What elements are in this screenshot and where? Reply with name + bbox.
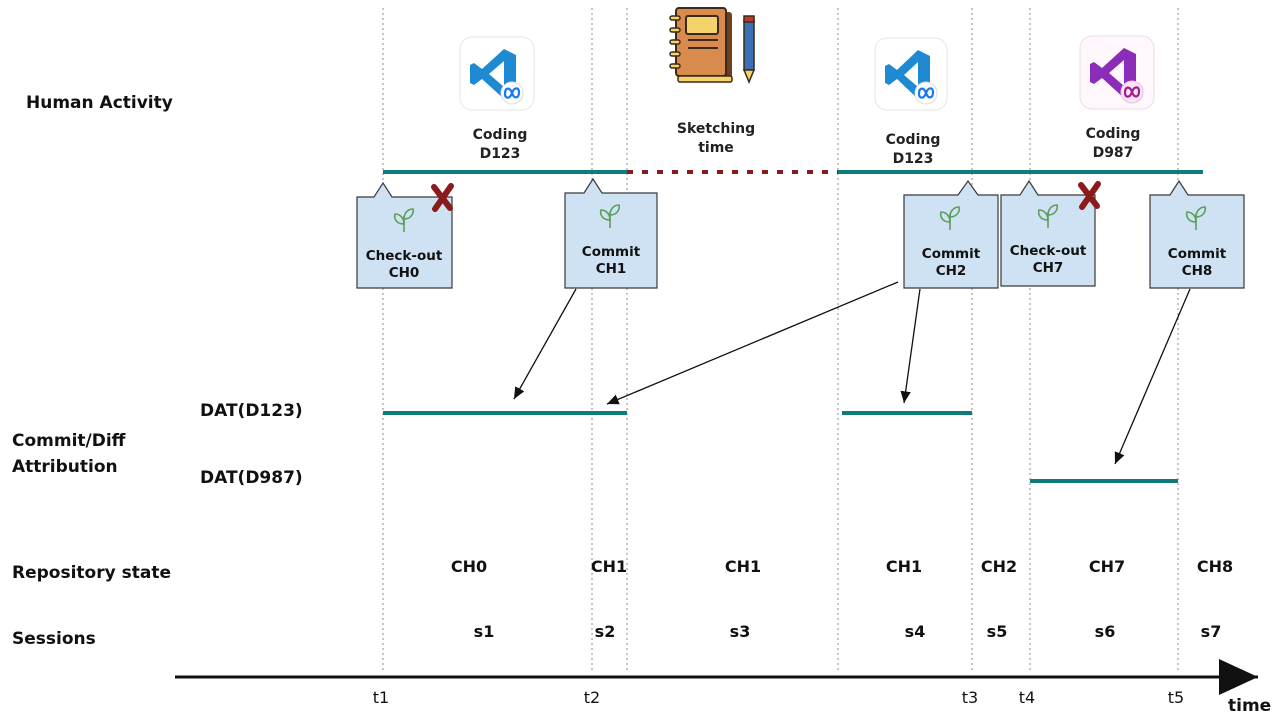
activity-label-line2: time [698,140,734,156]
row-label-sessions: Sessions [12,629,96,649]
callout-text-checkout-ch7: Check-out CH7 [1010,243,1087,277]
callout-action: Check-out [365,248,443,264]
callout-commit-id: CH2 [935,263,967,279]
callout-text-commit-ch1: Commit CH1 [582,244,640,278]
session-cell: s7 [1200,622,1222,641]
tick-label-t4: t4 [1018,688,1036,707]
repository-state-cell: CH2 [980,557,1018,576]
callout-text-commit-ch8: Commit CH8 [1168,246,1226,280]
cross-mark-icon [431,183,454,212]
arrow-ch2-to-dat-d123-first [606,281,899,405]
vscode-meta-blue-icon [459,36,535,111]
callout-action: Check-out [1009,243,1087,259]
session-cell: s5 [986,622,1008,641]
sprout-icon [939,206,961,230]
session-cell: s3 [729,622,751,641]
dat-bars [383,411,1178,483]
repository-state-cell: CH1 [885,557,923,576]
activity-label-coding-d123-2: Coding D123 [886,131,941,169]
notebook-pencil-icon [669,7,756,84]
cross-mark-icon [1078,181,1101,210]
callout-action: Commit [581,244,641,260]
activity-label-line1: Sketching [676,121,756,137]
row-label-human-activity: Human Activity [26,93,173,113]
activity-label-line2: D123 [479,146,521,162]
axis-label-time: time [1228,696,1272,716]
row-label-attribution: Attribution [12,457,118,477]
activity-label-line2: D123 [892,151,934,167]
callout-commit-id: CH8 [1181,263,1213,279]
dat-label-d123: DAT(D123) [200,401,303,421]
dat-label-d987: DAT(D987) [200,468,303,488]
tick-label-t3: t3 [961,688,979,707]
activity-label-coding-d987: Coding D987 [1086,125,1141,163]
repository-state-cell: CH7 [1088,557,1126,576]
session-cell: s2 [594,622,616,641]
activity-label-coding-d123-1: Coding D123 [473,126,528,164]
arrow-ch8-to-dat-d987 [1114,288,1191,465]
repository-state-cell: CH0 [450,557,488,576]
attribution-arrows [513,281,1191,465]
row-label-commit-diff: Commit/Diff [12,431,126,451]
callout-checkout-ch0 [356,181,453,289]
arrow-ch2-to-dat-d123-second [900,288,921,404]
activity-label-sketching: Sketching time [677,120,755,158]
repository-state-cell: CH8 [1196,557,1234,576]
sprout-icon [393,208,415,232]
session-cell: s1 [473,622,495,641]
row-label-commit-diff-attribution: Commit/Diff Attribution [12,428,125,480]
sprout-icon [599,204,621,228]
callout-text-checkout-ch0: Check-out CH0 [366,248,443,282]
tick-label-t2: t2 [583,688,601,707]
activity-label-line1: Coding [472,127,528,143]
callout-checkout-ch7 [1000,179,1096,287]
session-cell: s4 [904,622,926,641]
callout-action: Commit [921,246,981,262]
callout-commit-ch8 [1149,179,1245,289]
tick-label-t1: t1 [372,688,390,707]
activity-label-line1: Coding [1085,126,1141,142]
vscode-meta-purple-icon [1079,35,1155,110]
sprout-icon [1185,206,1207,230]
tick-label-t5: t5 [1167,688,1185,707]
activity-label-line1: Coding [885,132,941,148]
repository-state-cell: CH1 [590,557,628,576]
vscode-meta-blue-icon [874,37,948,111]
callout-action: Commit [1167,246,1227,262]
callout-commit-ch1 [564,177,658,289]
callout-text-commit-ch2: Commit CH2 [922,246,980,280]
vertical-guides [382,8,1179,672]
repository-state-cell: CH1 [724,557,762,576]
row-label-repository-state: Repository state [12,563,171,583]
callout-commit-id: CH0 [388,265,420,281]
activity-label-line2: D987 [1092,145,1134,161]
callout-commit-id: CH7 [1032,260,1064,276]
callout-commit-id: CH1 [595,261,627,277]
callout-commit-ch2 [903,179,999,289]
sprout-icon [1037,204,1059,228]
session-cell: s6 [1094,622,1116,641]
arrow-ch1-to-dat-d123 [513,288,577,400]
